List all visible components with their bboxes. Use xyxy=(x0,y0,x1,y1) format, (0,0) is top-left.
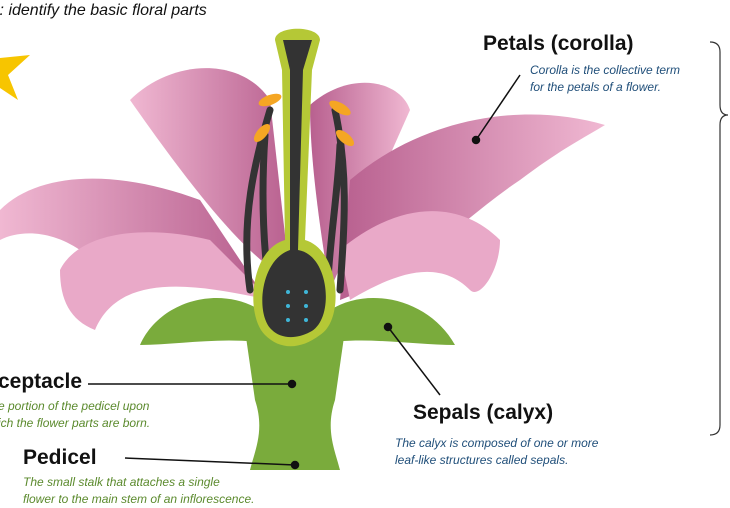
petals-desc-line: for the petals of a flower. xyxy=(530,80,661,94)
receptacle-desc-line: ich the flower parts are born. xyxy=(0,416,151,430)
sepals xyxy=(140,297,455,345)
anthers xyxy=(253,93,355,147)
petals-description: Corolla is the collective term for the p… xyxy=(530,62,680,96)
receptacle-label: ceptacle xyxy=(0,370,83,393)
petals-desc-line: Corolla is the collective term xyxy=(530,63,681,77)
petals-label: Petals (corolla) xyxy=(483,32,634,55)
receptacle-desc-line: e portion of the pedicel upon xyxy=(0,399,150,413)
leader-lines xyxy=(88,74,521,470)
sepals-description: The calyx is composed of one or more lea… xyxy=(395,435,598,469)
sepals-desc-line: leaf-like structures called sepals. xyxy=(395,453,569,467)
pedicel-stem xyxy=(245,330,345,470)
page-title: l: identify the basic floral parts xyxy=(0,2,207,19)
sepals-desc-line: The calyx is composed of one or more xyxy=(395,436,599,450)
pedicel-label: Pedicel xyxy=(23,446,97,469)
bracket xyxy=(709,41,729,436)
star-icon xyxy=(0,55,30,100)
pedicel-description: The small stalk that attaches a single f… xyxy=(23,474,254,508)
receptacle-description: e portion of the pedicel upon ich the fl… xyxy=(0,398,150,432)
pedicel-desc-line: The small stalk that attaches a single xyxy=(23,475,220,489)
pistil xyxy=(253,28,336,347)
sepals-label: Sepals (calyx) xyxy=(413,401,554,424)
